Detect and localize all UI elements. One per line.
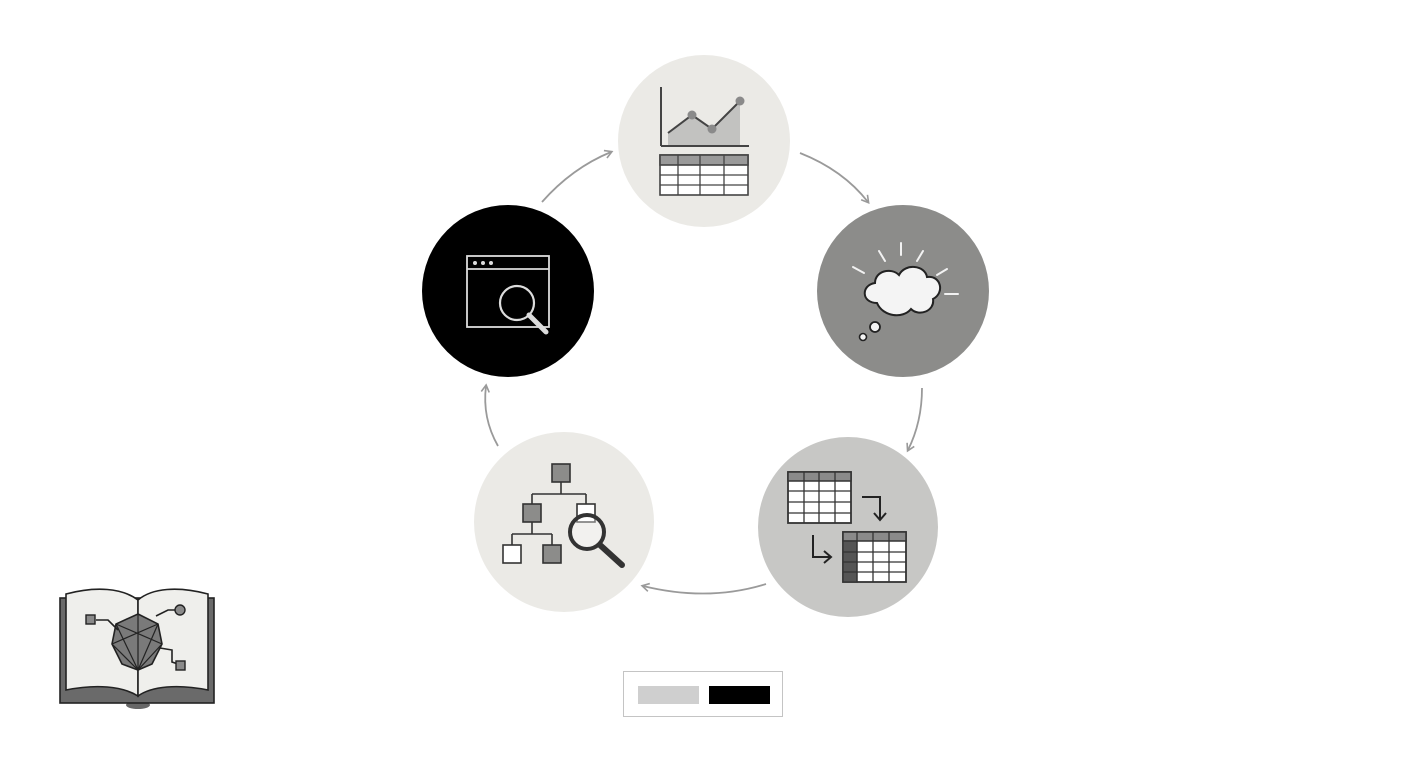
transform-node (758, 437, 938, 617)
arrow-transform-to-hierarchy (640, 582, 767, 595)
legend-swatch-light (638, 686, 699, 704)
chart-node (618, 55, 790, 227)
arrow-chart-to-insight (799, 152, 870, 205)
line-chart-with-table-icon (659, 87, 749, 196)
open-book-network-icon (56, 584, 220, 714)
legend (623, 671, 783, 717)
arrow-hierarchy-to-browse (480, 383, 499, 447)
table-transform-icon (787, 471, 907, 583)
insight-node (817, 205, 989, 377)
arrow-browse-to-chart (541, 149, 614, 203)
thought-cloud-icon (852, 242, 959, 342)
browse-node (422, 205, 594, 377)
browser-search-icon (466, 255, 550, 335)
hierarchy-node (474, 432, 654, 612)
legend-swatch-dark (709, 686, 770, 704)
arrow-insight-to-transform (906, 387, 923, 453)
hierarchy-search-icon (502, 463, 625, 568)
